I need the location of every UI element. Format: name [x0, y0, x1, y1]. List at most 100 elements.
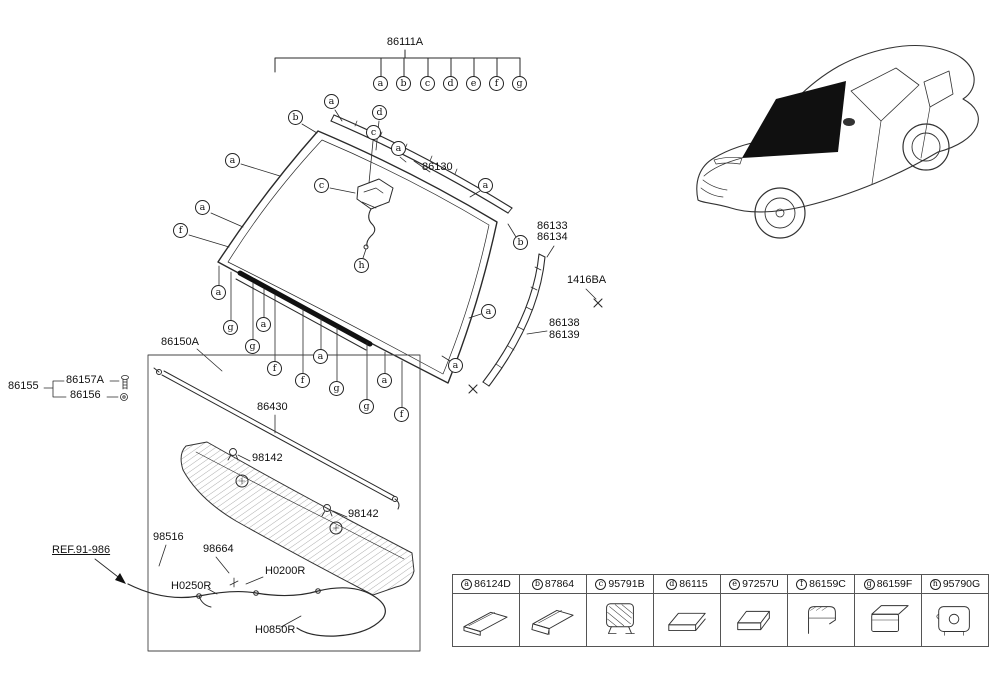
retainer-clip-icon — [788, 594, 854, 646]
part-label: 98664 — [203, 543, 234, 555]
spacer-block-icon — [721, 594, 787, 646]
callout-a: a — [448, 358, 463, 373]
callout-h: h — [354, 258, 369, 273]
fastener-x-markers — [468, 298, 603, 394]
part-label: H0850R — [255, 624, 296, 636]
vehicle-illustration — [696, 44, 979, 239]
washer-hose — [127, 577, 386, 637]
callout-c: c — [366, 125, 381, 140]
retainer-clip-cover-icon — [855, 594, 921, 646]
callout-f: f — [489, 76, 504, 91]
cowl-seal-strip — [153, 367, 400, 510]
part-label: 98142 — [348, 508, 379, 520]
top-moulding — [330, 114, 513, 214]
legend-part-number: 95790G — [942, 578, 981, 590]
callout-g: g — [359, 399, 374, 414]
part-label: 86111A — [386, 36, 424, 48]
part-label: 86134 — [537, 231, 568, 243]
part-label: 98516 — [153, 531, 184, 543]
callout-g: g — [223, 320, 238, 335]
cowl-top-panel — [180, 441, 415, 596]
callout-a: a — [324, 94, 339, 109]
ref-arrow — [94, 558, 126, 584]
callout-g: g — [245, 339, 260, 354]
part-label: 86430 — [257, 401, 288, 413]
part-label: 86150A — [161, 336, 199, 348]
callout-b: b — [396, 76, 411, 91]
part-label: 86133 — [537, 220, 568, 232]
legend-letter-badge: b — [531, 578, 543, 590]
callout-g: g — [512, 76, 527, 91]
callout-b: b — [513, 235, 528, 250]
callout-a: a — [377, 373, 392, 388]
callout-c: c — [314, 178, 329, 193]
part-label: 98142 — [252, 452, 283, 464]
legend-letter-badge: g — [863, 578, 875, 590]
part-label: 86138 — [549, 317, 580, 329]
legend-part-number: 86124D — [474, 578, 511, 590]
callout-a: a — [313, 349, 328, 364]
mirror-cover-plate-icon — [922, 594, 988, 646]
label-bracket-86155 — [43, 380, 120, 398]
side-mirror-icon — [843, 118, 855, 126]
part-label: 86157A — [66, 374, 104, 386]
legend-part-number: 86115 — [679, 578, 708, 590]
part-label: 86130 — [422, 161, 453, 173]
callout-e: e — [466, 76, 481, 91]
spacer-pad-icon — [654, 594, 720, 646]
callout-g: g — [329, 381, 344, 396]
callout-a: a — [211, 285, 226, 300]
legend-letter-badge: h — [929, 578, 941, 590]
grommet-icon — [120, 393, 128, 401]
legend-letter-badge: f — [796, 578, 808, 590]
glass-spacer-icon — [453, 594, 519, 646]
part-label: 86156 — [70, 389, 101, 401]
part-label: H0250R — [171, 580, 212, 592]
legend-part-number: 97257U — [742, 578, 779, 590]
legend-letter-badge: d — [666, 578, 678, 590]
assembly-bracket — [274, 49, 521, 77]
cowl-assembly-box — [147, 354, 421, 652]
legend-part-number: 87864 — [544, 578, 575, 590]
callout-f: f — [295, 373, 310, 388]
screw-icon — [121, 375, 129, 390]
callout-a: a — [481, 304, 496, 319]
callout-a: a — [225, 153, 240, 168]
legend-part-number: 86159C — [809, 578, 846, 590]
windshield-glass — [217, 130, 498, 384]
callout-f: f — [173, 223, 188, 238]
callout-d: d — [372, 105, 387, 120]
callout-c: c — [420, 76, 435, 91]
callout-a: a — [256, 317, 271, 332]
callout-a: a — [391, 141, 406, 156]
mirror-base-cover-icon — [587, 594, 653, 646]
side-moulding — [482, 253, 546, 387]
label-leader-lines — [158, 160, 597, 628]
callout-a: a — [478, 178, 493, 193]
callout-d: d — [443, 76, 458, 91]
mirror-bracket — [356, 178, 394, 250]
callout-a: a — [195, 200, 210, 215]
callout-f: f — [394, 407, 409, 422]
legend-letter-badge: a — [461, 578, 473, 590]
blacked-windshield — [742, 81, 846, 158]
legend-letter-badge: c — [595, 578, 607, 590]
